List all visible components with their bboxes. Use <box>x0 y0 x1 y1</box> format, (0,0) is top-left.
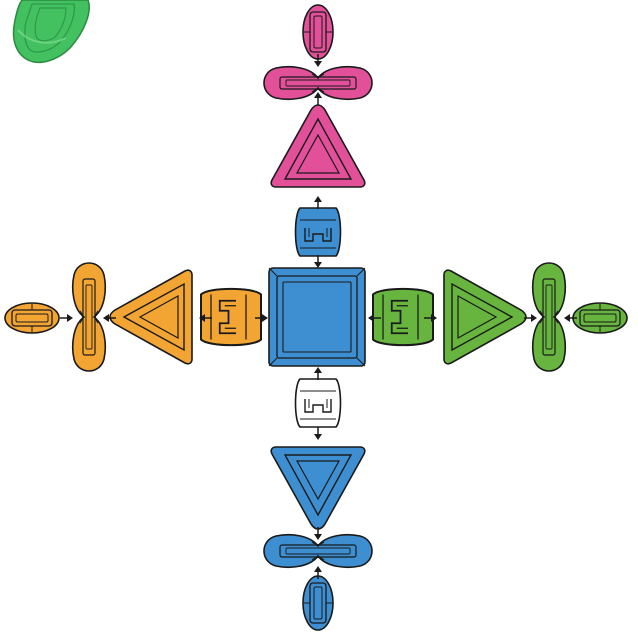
arrow-icon <box>313 254 323 269</box>
pink-triangle <box>270 104 366 188</box>
green-connector <box>372 287 434 347</box>
corner-green-piece <box>12 0 90 64</box>
orange-triangle <box>109 269 193 365</box>
arrow-icon <box>313 426 323 441</box>
white-connector <box>294 378 342 428</box>
green-double-oval <box>531 262 567 372</box>
arrow-icon <box>59 313 74 323</box>
pink-small-oval <box>302 4 334 60</box>
blue-top-connector <box>294 207 342 257</box>
arrow-icon <box>313 91 323 106</box>
blue-small-oval <box>302 575 334 631</box>
arrow-icon <box>313 195 323 210</box>
green-triangle <box>443 269 527 365</box>
green-small-oval <box>572 302 628 334</box>
blue-triangle <box>270 446 366 530</box>
orange-small-oval <box>4 302 60 334</box>
orange-double-oval <box>71 262 107 372</box>
arrow-icon <box>313 366 323 381</box>
blue-square <box>268 267 366 367</box>
orange-connector <box>200 287 262 347</box>
